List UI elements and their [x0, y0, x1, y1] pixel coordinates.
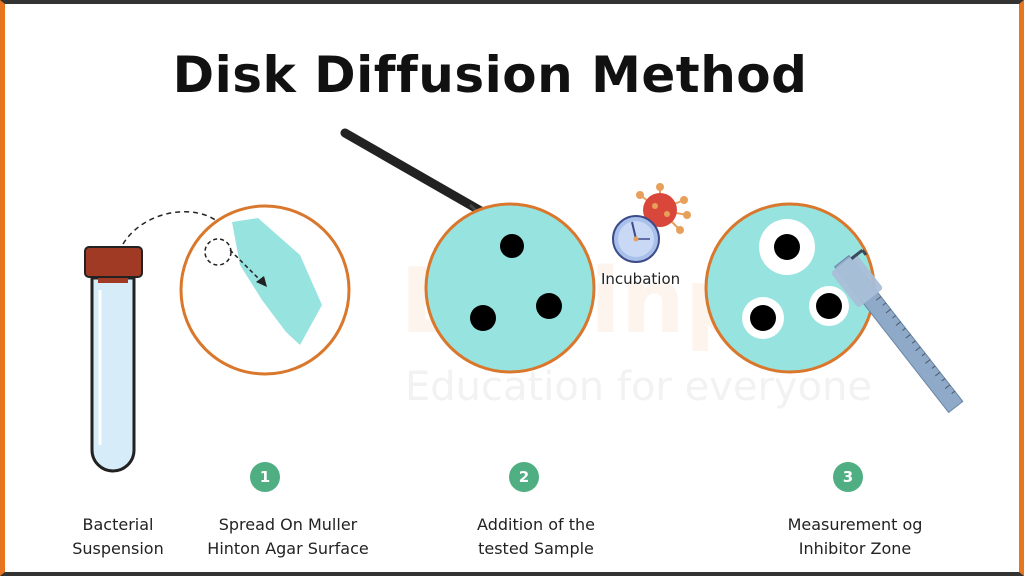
agar-dish-spread — [179, 204, 351, 376]
transfer-arrow-path — [122, 211, 233, 251]
step-2-line2: tested Sample — [478, 539, 594, 558]
step-label-1: Spread On Muller Hinton Agar Surface — [178, 513, 398, 561]
step-1-line1: Spread On Muller — [218, 515, 358, 534]
step-label-2: Addition of the tested Sample — [426, 513, 646, 561]
test-tube-icon — [84, 246, 143, 473]
page-title: Disk Diffusion Method — [172, 46, 808, 104]
agar-dish-zones — [704, 202, 876, 374]
virus-icon — [636, 183, 691, 234]
incubation-label: Incubation — [601, 270, 681, 288]
tube-label-line1: Bacterial — [82, 515, 154, 534]
step-3-line2: Inhibitor Zone — [798, 539, 912, 558]
step-label-3: Measurement og Inhibitor Zone — [745, 513, 965, 561]
step-badge-1: 1 — [250, 462, 280, 492]
step-1-line2: Hinton Agar Surface — [207, 539, 369, 558]
tube-label-line2: Suspension — [72, 539, 164, 558]
tube-label: Bacterial Suspension — [8, 513, 228, 561]
step-badge-3: 3 — [833, 462, 863, 492]
agar-dish-disks — [424, 202, 596, 374]
step-2-line1: Addition of the — [477, 515, 595, 534]
clock-icon — [612, 215, 660, 263]
step-badge-2: 2 — [509, 462, 539, 492]
caliper-icon — [831, 248, 964, 414]
step-3-line1: Measurement og — [787, 515, 923, 534]
